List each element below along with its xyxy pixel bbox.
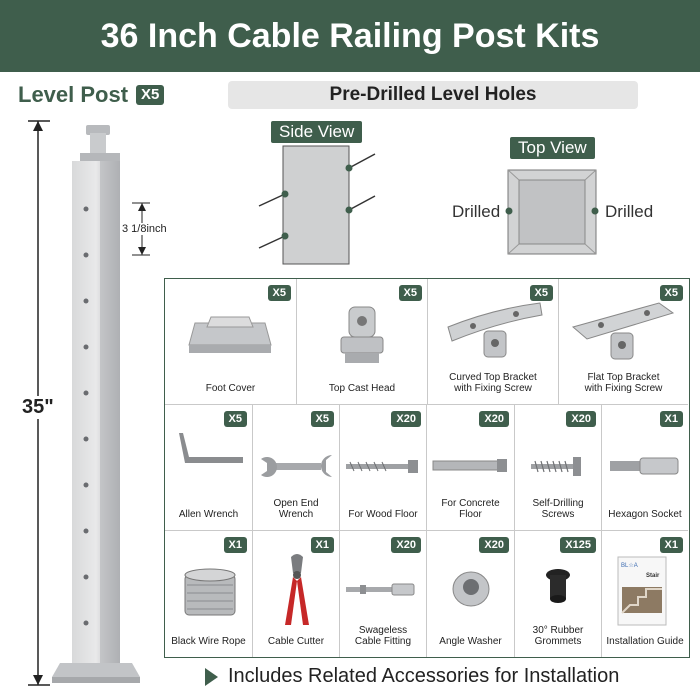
cable-fitting-icon [346, 583, 415, 596]
triangle-bullet-icon [205, 667, 218, 686]
wood-screw-icon [346, 460, 418, 473]
drilled-right-label: Drilled [605, 202, 654, 221]
self-drilling-screw-icon [531, 457, 581, 476]
foot-cover-icon [188, 316, 272, 353]
qty-badge: X20 [566, 411, 596, 428]
page-title-banner: 36 Inch Cable Railing Post Kits [0, 0, 700, 72]
curved-bracket-icon [447, 302, 543, 358]
part-hexagon-socket: X1 Hexagon Socket [602, 405, 688, 531]
qty-badge: X20 [479, 537, 509, 554]
drilled-left-label: Drilled [452, 202, 501, 221]
guide-heading-text: Stair [646, 573, 660, 579]
wire-rope-icon [184, 568, 236, 616]
part-label: Top Cast Head [328, 382, 396, 394]
part-cable-cutter: X1 Cable Cutter [253, 531, 340, 657]
footer-text: Includes Related Accessories for Install… [228, 665, 620, 687]
qty-badge: X1 [310, 537, 334, 554]
drill-section-title: Pre-Drilled Level Holes [228, 81, 638, 109]
guide-icon: BL☆A Stair [617, 556, 667, 626]
top-cast-head-icon [340, 306, 384, 363]
part-angle-washer: X20 Angle Washer [427, 531, 515, 657]
part-label: Hexagon Socket [608, 508, 682, 520]
qty-badge: X20 [391, 537, 421, 554]
part-wood-floor-screw: X20 For Wood Floor [340, 405, 427, 531]
level-post-illustration [28, 120, 150, 686]
qty-badge: X125 [560, 537, 596, 554]
part-installation-guide: X1 BL☆A Stair Installation Guide [602, 531, 688, 657]
part-label: Foot Cover [205, 382, 256, 394]
qty-badge: X5 [267, 285, 291, 302]
part-label: Angle Washer [439, 635, 502, 647]
post-height-label: 35" [22, 396, 54, 419]
side-view-label: Side View [271, 121, 363, 143]
qty-badge: X20 [479, 411, 509, 428]
part-label: Black Wire Rope [171, 635, 246, 647]
part-label: Installation Guide [606, 635, 684, 647]
qty-badge: X5 [223, 411, 247, 428]
part-foot-cover: X5 Foot Cover [165, 279, 297, 405]
parts-grid: X5 Foot Cover X5 Top Cast Head X5 Curved… [164, 278, 690, 658]
part-label: Cable Cutter [267, 635, 325, 647]
level-post-heading: Level Post X5 [18, 82, 165, 108]
level-post-qty-badge: X5 [136, 84, 165, 106]
qty-badge: X20 [391, 411, 421, 428]
qty-badge: X1 [223, 537, 247, 554]
part-top-cast-head: X5 Top Cast Head [297, 279, 428, 405]
open-end-wrench-icon [261, 455, 332, 477]
qty-badge: X1 [659, 411, 683, 428]
top-view-label: Top View [510, 137, 595, 159]
side-view-diagram [258, 145, 376, 265]
part-label: For Wood Floor [348, 508, 418, 520]
level-post-label: Level Post [18, 82, 129, 107]
qty-badge: X5 [659, 285, 683, 302]
footer-note: Includes Related Accessories for Install… [205, 665, 619, 688]
angle-washer-icon [452, 571, 490, 607]
guide-brand-text: BL☆A [621, 562, 638, 569]
top-view-diagram [505, 169, 599, 255]
qty-badge: X5 [310, 411, 334, 428]
part-label: Allen Wrench [178, 508, 239, 520]
concrete-anchor-icon [432, 459, 507, 472]
hole-spacing-label: 3 1/8inch [122, 223, 167, 235]
flat-bracket-icon [571, 302, 675, 360]
qty-badge: X5 [398, 285, 422, 302]
hexagon-socket-icon [610, 457, 679, 475]
qty-badge: X1 [659, 537, 683, 554]
cable-cutter-icon [285, 554, 309, 625]
qty-badge: X5 [529, 285, 553, 302]
grommet-icon [546, 569, 570, 603]
part-allen-wrench: X5 Allen Wrench [165, 405, 253, 531]
part-black-wire-rope: X1 Black Wire Rope [165, 531, 253, 657]
page-title: 36 Inch Cable Railing Post Kits [100, 16, 600, 55]
allen-wrench-icon [179, 433, 243, 463]
